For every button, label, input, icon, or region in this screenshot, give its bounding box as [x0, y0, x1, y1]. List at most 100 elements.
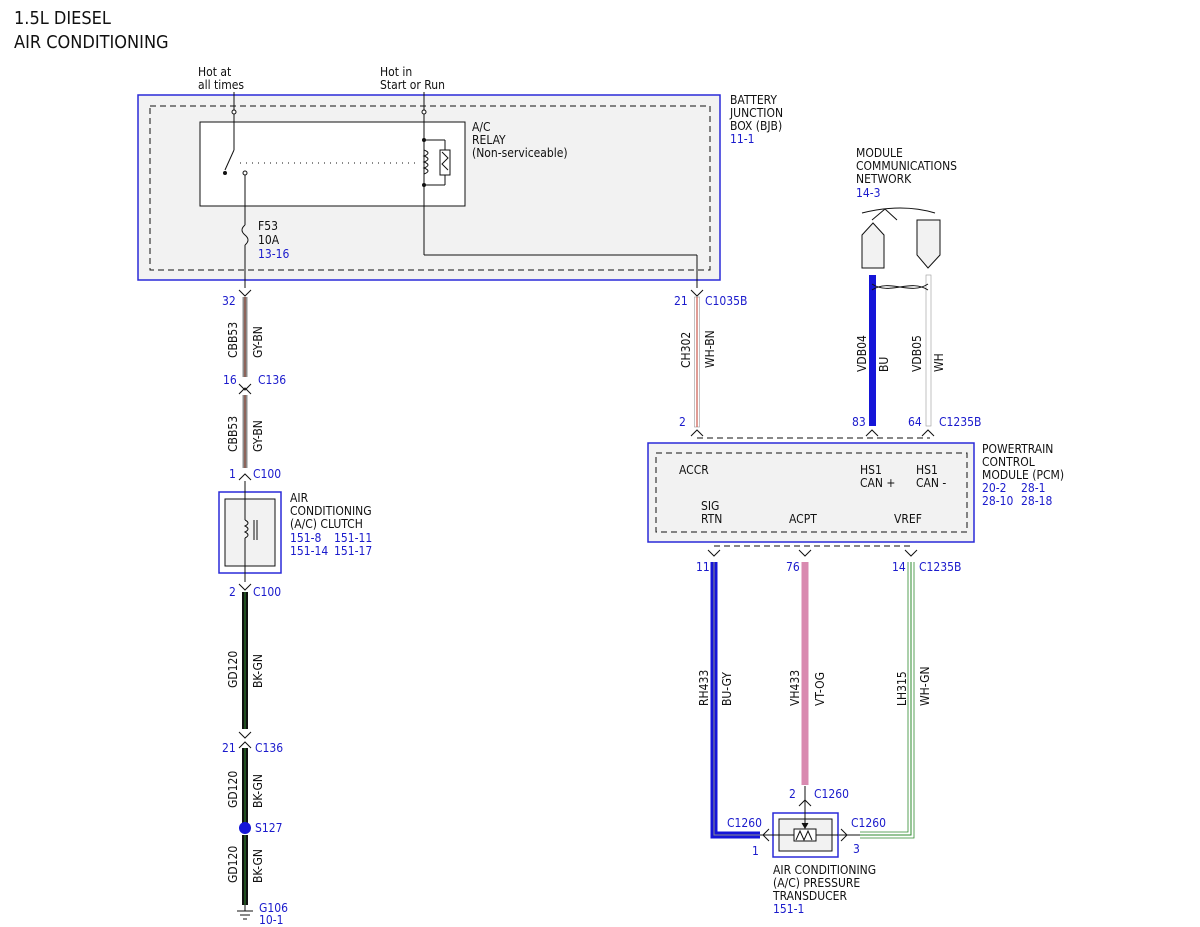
accr-pin-top: 21 [674, 294, 688, 308]
wire5-circuit: GD120 [226, 846, 240, 883]
wire-rh433: RH433 BU-GY [697, 562, 760, 839]
wire3-circuit: GD120 [226, 651, 240, 688]
transducer-name-2: (A/C) PRESSURE [773, 876, 860, 890]
network-name-3: NETWORK [856, 172, 912, 186]
clutch-ref-2: 151-11 [334, 531, 372, 545]
fuse-f53: F53 10A 13-16 [241, 219, 289, 261]
fuse-rating: 10A [258, 233, 280, 247]
connector-c100-top: 1 C100 [229, 467, 281, 481]
can-w1-color: BU [877, 357, 891, 372]
can-pcm-connectors: 83 64 C1235B [852, 415, 981, 437]
can-w1-circuit: VDB04 [855, 335, 869, 372]
relay-label-3: (Non-serviceable) [472, 146, 568, 160]
splice-s127: S127 [239, 821, 282, 835]
pcm-pin-acpt: ACPT [789, 512, 817, 526]
wire-vdb05: VDB05 WH [910, 274, 946, 427]
accr-color: WH-BN [703, 330, 717, 368]
wire-cbb53-lower: CBB53 GY-BN [226, 395, 265, 468]
transducer-name-1: AIR CONDITIONING [773, 863, 876, 877]
network-name-2: COMMUNICATIONS [856, 159, 957, 173]
network-name-1: MODULE [856, 146, 903, 160]
pcm-ref-4: 28-18 [1021, 494, 1052, 508]
c136-label: C136 [258, 373, 286, 387]
pin-83: 83 [852, 415, 866, 429]
pin-2: 2 [229, 585, 236, 599]
pin-11: 11 [696, 560, 710, 574]
clutch-ref-4: 151-17 [334, 544, 372, 558]
accr-pcm-connector: 2 [679, 415, 704, 437]
ground-g106: G106 10-1 [237, 901, 288, 927]
ac-pressure-transducer: AIR CONDITIONING (A/C) PRESSURE TRANSDUC… [772, 812, 876, 916]
ac-clutch: AIR CONDITIONING (A/C) CLUTCH 151-8 151-… [218, 481, 372, 582]
can-twisted-pair-symbol [871, 283, 929, 291]
connector-c1260: 2 C1260 C1260 1 C1260 3 [727, 786, 886, 858]
clutch-ref-3: 151-14 [290, 544, 328, 558]
ground-label: G106 [259, 901, 288, 915]
c100-label: C100 [253, 467, 281, 481]
wire-vdb04: VDB04 BU [855, 275, 891, 426]
wire-gd120-1: GD120 BK-GN [226, 592, 265, 729]
c1260-right-label: C1260 [851, 816, 886, 830]
wire2-color: GY-BN [251, 420, 265, 452]
pin-16: 16 [223, 373, 237, 387]
splice-label: S127 [255, 821, 282, 835]
pin-64: 64 [908, 415, 922, 429]
wire-lh315: LH315 WH-GN [860, 562, 932, 839]
pcm-pin-hs1m-1: HS1 [916, 463, 938, 477]
wire2-circuit: CBB53 [226, 416, 240, 452]
connector-c100-bottom: 2 C100 [229, 583, 281, 599]
connector-c136-top: 16 C136 [223, 373, 286, 395]
battery-junction-box: BATTERY JUNCTION BOX (BJB) 11-1 [137, 93, 783, 281]
pin-1: 1 [229, 467, 236, 481]
pcm-pin-hs1p-1: HS1 [860, 463, 882, 477]
relay-label-2: RELAY [472, 133, 506, 147]
sensor-w1-circuit: RH433 [697, 670, 711, 706]
clutch-ref-1: 151-8 [290, 531, 321, 545]
c1260-top-label: C1260 [814, 787, 849, 801]
ground-ref: 10-1 [259, 913, 284, 927]
c100-label-2: C100 [253, 585, 281, 599]
module-communications-network: MODULE COMMUNICATIONS NETWORK 14-3 [856, 146, 957, 269]
pin-32: 32 [222, 294, 236, 308]
wire1-circuit: CBB53 [226, 322, 240, 358]
pcm-ref-3: 28-10 [982, 494, 1013, 508]
pcm-name-3: MODULE (PCM) [982, 468, 1064, 482]
c136-label-2: C136 [255, 741, 283, 755]
pcm-pin-vref: VREF [894, 512, 922, 526]
pcm-pin-accr: ACCR [679, 463, 709, 477]
diagram-title-line2: AIR CONDITIONING [14, 32, 169, 53]
connector-c136-bottom: 21 C136 [222, 731, 283, 755]
network-ref: 14-3 [856, 186, 881, 200]
pcm-pin-hs1p-2: CAN + [860, 476, 895, 490]
transducer-pin-2: 2 [789, 787, 796, 801]
powertrain-control-module: POWERTRAIN CONTROL MODULE (PCM) 20-2 28-… [647, 437, 1064, 547]
wire-gd120-2: GD120 BK-GN [226, 748, 265, 826]
fuse-id: F53 [258, 219, 278, 233]
bjb-ref: 11-1 [730, 132, 755, 146]
hot-in-run-label: Hot in [380, 65, 412, 79]
c1235b-label-top: C1235B [939, 415, 981, 429]
pcm-pin-sig-1: SIG [701, 499, 719, 513]
wire4-circuit: GD120 [226, 771, 240, 808]
bjb-name-2: JUNCTION [729, 106, 783, 120]
bjb-name-3: BOX (BJB) [730, 119, 782, 133]
pcm-name-2: CONTROL [982, 455, 1035, 469]
can-w2-color: WH [932, 353, 946, 372]
relay-label-1: A/C [472, 120, 491, 134]
ac-relay: A/C RELAY (Non-serviceable) [223, 114, 568, 255]
wire-gd120-3: GD120 BK-GN [226, 835, 265, 905]
sensor-w3-circuit: LH315 [895, 671, 909, 706]
accr-pin-bottom: 2 [679, 415, 686, 429]
pcm-pin-sig-2: RTN [701, 512, 722, 526]
transducer-name-3: TRANSDUCER [772, 889, 847, 903]
bjb-name-1: BATTERY [730, 93, 777, 107]
transducer-ref: 151-1 [773, 902, 804, 916]
clutch-name-1: AIR [290, 491, 309, 505]
pcm-ref-2: 28-1 [1021, 481, 1046, 495]
clutch-name-3: (A/C) CLUTCH [290, 517, 363, 531]
transducer-pin-1: 1 [752, 844, 759, 858]
wire-ch302: CH302 WH-BN [679, 296, 717, 428]
pin-21: 21 [222, 741, 236, 755]
wire1-color: GY-BN [251, 326, 265, 358]
